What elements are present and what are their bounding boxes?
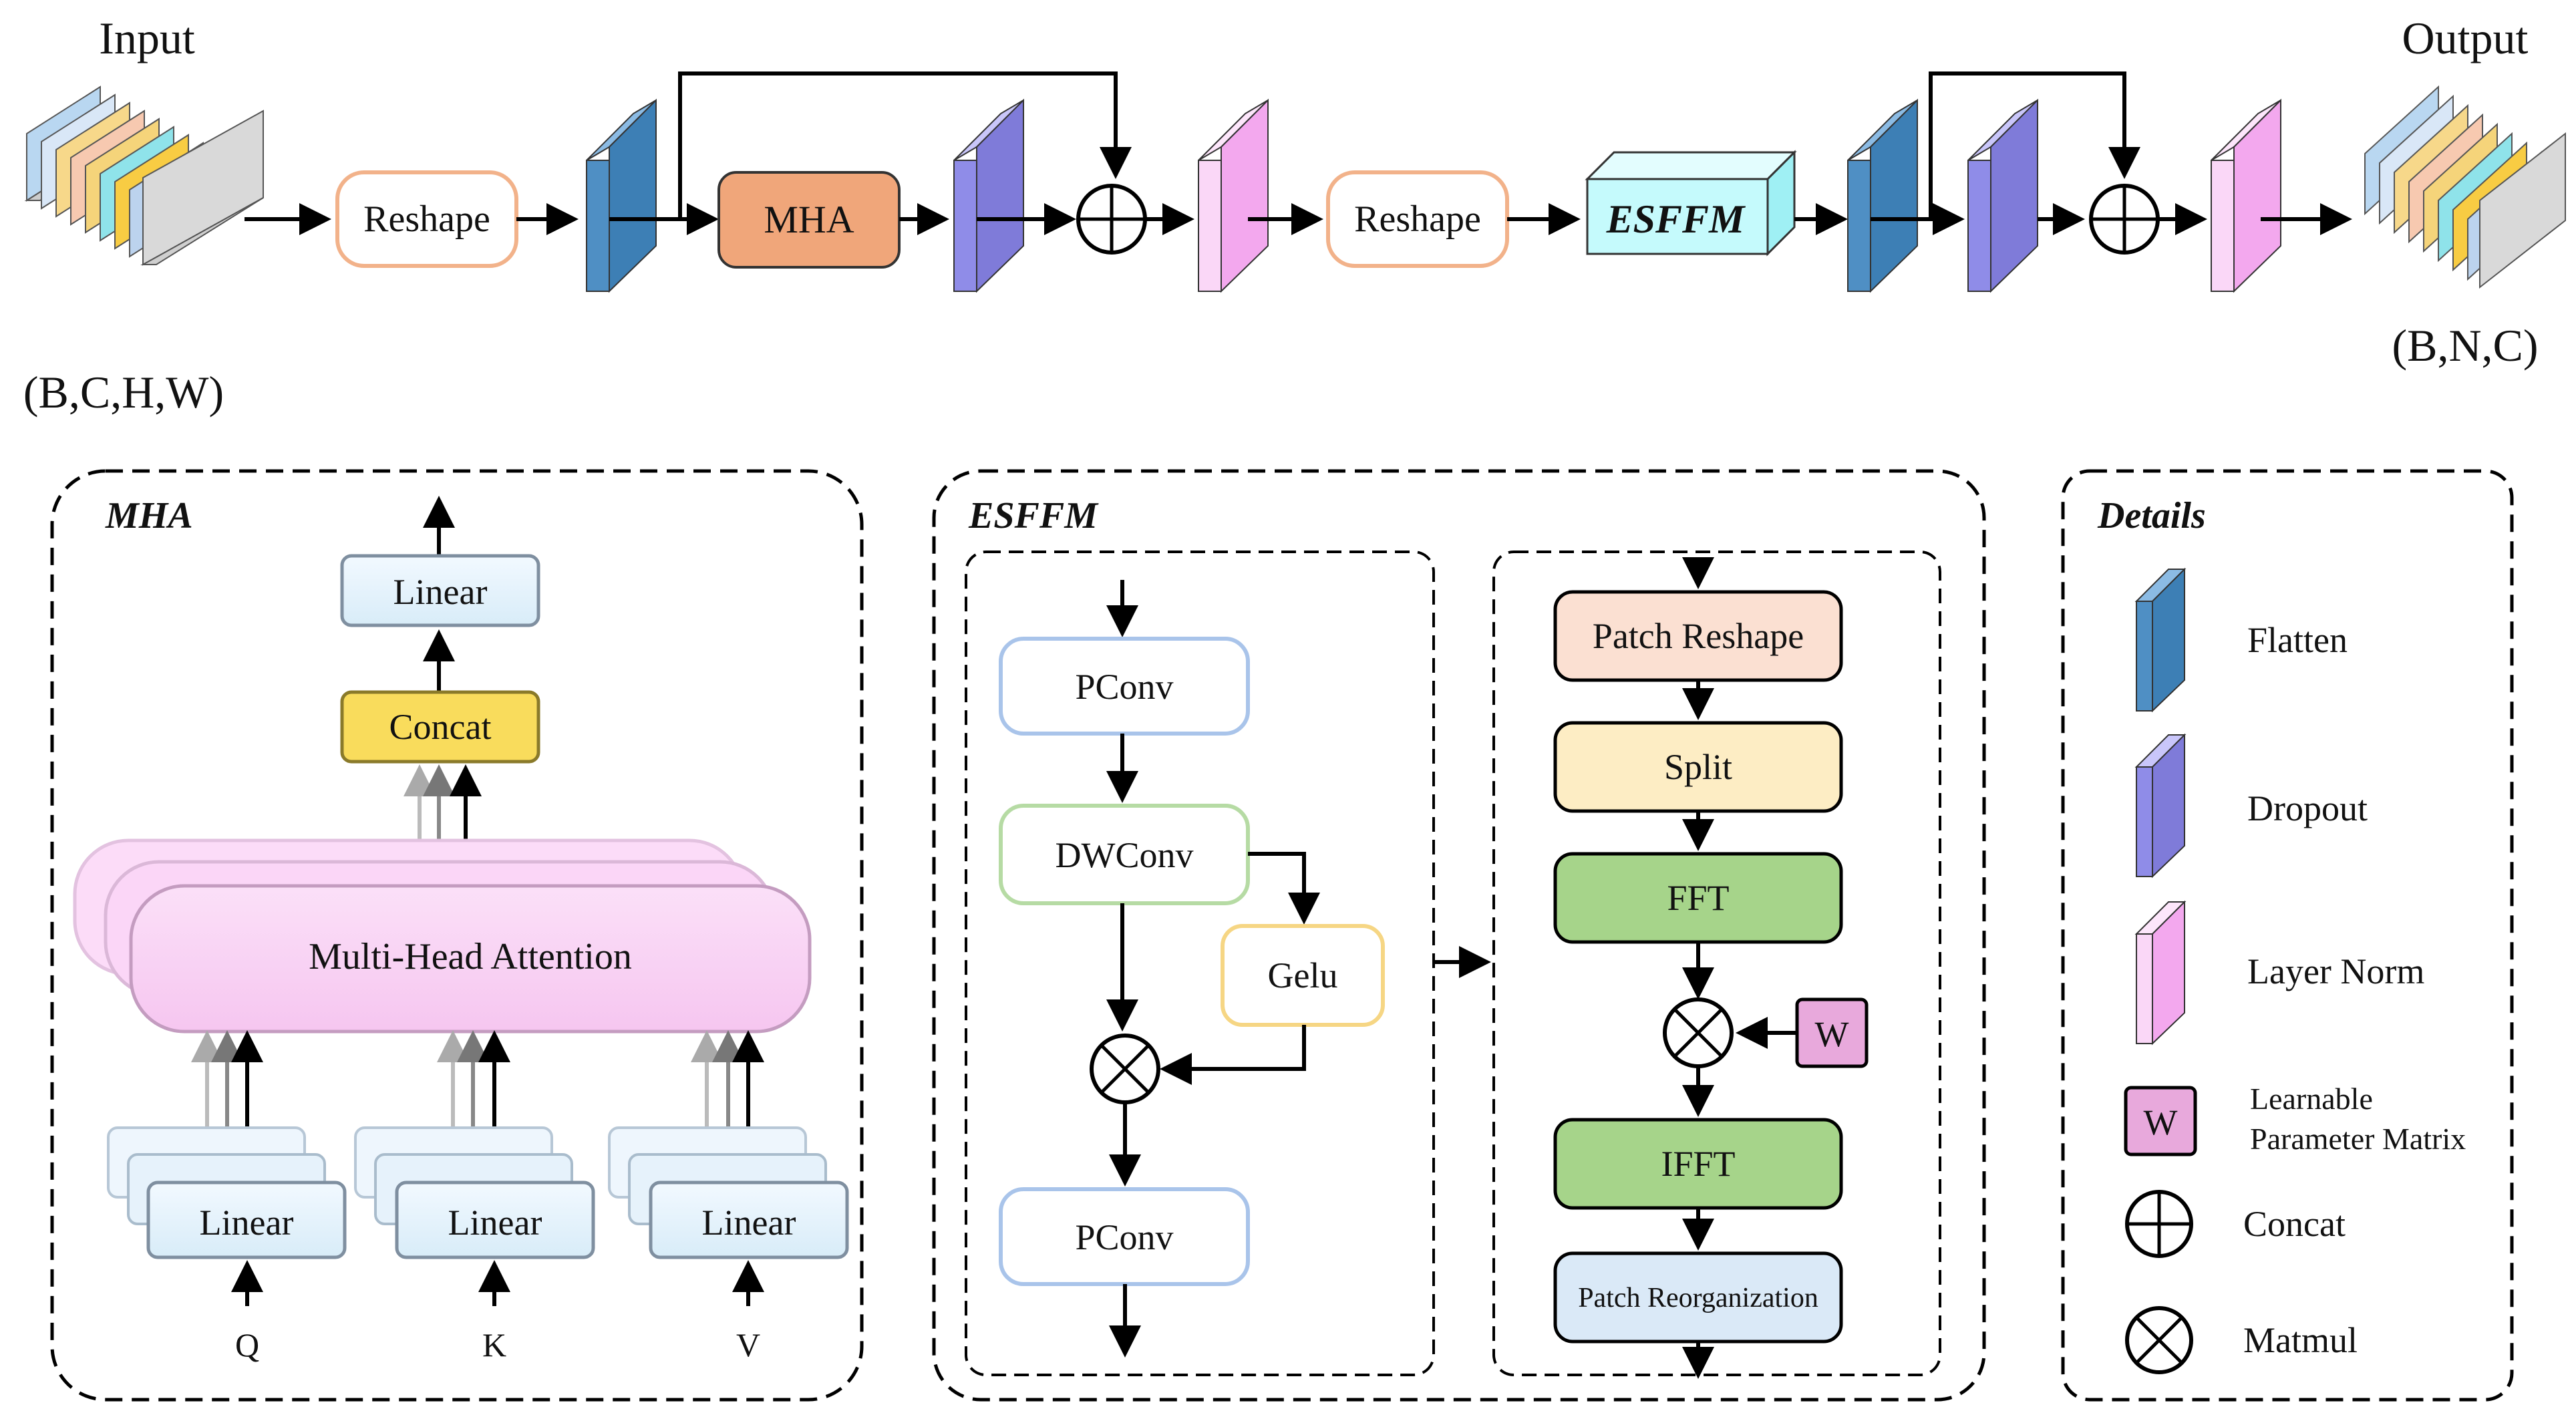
input-shape: (B,C,H,W) (23, 367, 224, 418)
dwconv-label: DWConv (1056, 835, 1194, 875)
flatten-legend-label: Flatten (2247, 620, 2348, 660)
matmul-symbol-2 (1663, 997, 1734, 1068)
v-branch: Linear V (608, 1030, 849, 1364)
concat-symbol-1 (1076, 184, 1147, 255)
mha-panel-title: MHA (105, 495, 193, 536)
split-label: Split (1664, 747, 1732, 787)
mha-block-label: MHA (764, 198, 854, 241)
mha-concat-label: Concat (389, 707, 492, 747)
esffm-block (1585, 150, 1797, 257)
top-pipeline: Input Output (B,C,H,W) Reshape (23, 13, 2566, 418)
esffm-block-label: ESFFM (1606, 197, 1746, 241)
reshape-block-1-label: Reshape (363, 198, 490, 240)
linear-k-label: Linear (448, 1203, 542, 1243)
concat-symbol-2 (2089, 184, 2160, 255)
concat-legend-label: Concat (2243, 1204, 2346, 1244)
mha-linear-out (340, 554, 540, 627)
reshape-block-2-label: Reshape (1354, 198, 1481, 240)
flatten-legend-icon (2134, 567, 2187, 713)
ifft-label: IFFT (1661, 1144, 1735, 1184)
dropout-legend-label: Dropout (2247, 788, 2368, 828)
input-label: Input (99, 13, 195, 63)
v-label: V (736, 1326, 760, 1364)
mha-panel: MHA Linear Concat Multi-Head Attention L… (50, 469, 864, 1402)
w-legend-icon (2124, 1086, 2197, 1156)
layernorm-legend-icon (2134, 900, 2187, 1046)
esffm-panel-title: ESFFM (968, 495, 1099, 536)
patch-reorganization-label: Patch Reorganization (1578, 1283, 1818, 1313)
linear-q (146, 1181, 347, 1259)
output-shape: (B,N,C) (2392, 320, 2538, 371)
dropout-legend-icon (2134, 733, 2187, 879)
details-title: Details (2097, 495, 2206, 536)
flatten-slab-1 (586, 98, 657, 293)
q-branch: Linear Q (107, 1030, 347, 1364)
gelu-label: Gelu (1268, 955, 1338, 995)
concat-legend-icon (2125, 1190, 2193, 1258)
fft-label: FFT (1667, 878, 1729, 918)
patch-reshape-label: Patch Reshape (1593, 616, 1804, 656)
output-feature-stack (2364, 85, 2566, 289)
linear-v (649, 1181, 849, 1259)
w-legend-symbol: W (2144, 1102, 2178, 1142)
flatten-slab-2 (1847, 98, 1918, 293)
layernorm-slab-2 (2211, 98, 2281, 293)
dropout-slab-2 (1967, 98, 2038, 293)
k-branch: Linear K (354, 1030, 595, 1364)
matmul-legend-icon (2125, 1306, 2193, 1374)
linear-k (395, 1181, 595, 1259)
esffm-right-subpanel (1492, 551, 1941, 1376)
matmul-symbol-1 (1090, 1034, 1160, 1104)
learnable-label-1: Learnable (2250, 1082, 2373, 1116)
k-label: K (482, 1326, 506, 1364)
output-label: Output (2402, 13, 2529, 63)
mha-linear-out-label: Linear (393, 572, 488, 612)
learnable-label-2: Parameter Matrix (2250, 1122, 2466, 1156)
mha-concat (340, 690, 540, 764)
details-panel: Details Flatten Dropout Layer Norm W Lea… (2061, 469, 2514, 1402)
matmul-legend-label: Matmul (2243, 1320, 2358, 1360)
w-matrix (1795, 997, 1869, 1068)
w-matrix-label: W (1815, 1014, 1849, 1054)
pconv-1-label: PConv (1075, 667, 1173, 707)
pconv-2-label: PConv (1075, 1217, 1173, 1257)
layernorm-legend-label: Layer Norm (2247, 951, 2424, 991)
multi-head-attention-label: Multi-Head Attention (309, 936, 632, 977)
linear-v-label: Linear (702, 1203, 796, 1243)
input-feature-stack (24, 86, 264, 266)
esffm-panel: ESFFM PConv DWConv Gelu PConv Patch Re (932, 469, 1986, 1402)
layernorm-slab-1 (1198, 98, 1269, 293)
q-label: Q (235, 1326, 259, 1364)
linear-q-label: Linear (200, 1203, 294, 1243)
dropout-slab-1 (953, 98, 1024, 293)
